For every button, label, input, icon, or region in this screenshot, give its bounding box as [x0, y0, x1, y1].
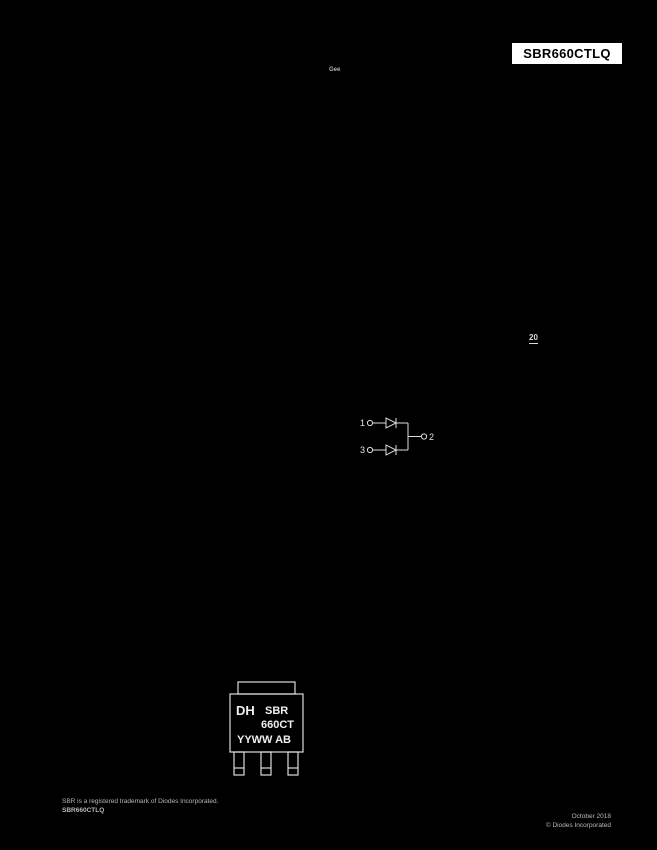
footer-copyright: © Diodes Incorporated: [545, 822, 611, 829]
pin-2-label: 2: [429, 432, 434, 442]
package-outline: DH SBR 660CT YYWW AB: [229, 681, 304, 776]
trademark-note: SBR is a registered trademark of Diodes …: [62, 798, 219, 805]
part-number-banner: SBR660CTLQ: [512, 43, 622, 64]
schematic-drawing: 1 3 2: [360, 417, 434, 456]
footer-left: SBR is a registered trademark of Diodes …: [62, 797, 218, 815]
marking-logo: DH: [236, 703, 255, 718]
diode-symbol-top: [385, 417, 398, 429]
package-lead-1: [233, 751, 245, 776]
pin-1-label: 1: [360, 418, 365, 428]
package-lead-2: [260, 751, 272, 776]
pin-3-terminal-icon: [366, 446, 374, 454]
package-lead-3: [287, 751, 299, 776]
diode-schematic: 1 3 2: [358, 412, 454, 467]
package-drawing: DH SBR 660CT YYWW AB: [225, 678, 311, 789]
pin-2-terminal-icon: [420, 433, 428, 440]
diode-symbol-bottom: [385, 444, 398, 456]
pin-3-label: 3: [360, 445, 365, 455]
marking-line-3: YYWW AB: [237, 734, 291, 746]
footer-right: October 2018 © Diodes Incorporated: [546, 812, 611, 830]
marking-line-2: 660CT: [261, 719, 294, 731]
footer-part-number: SBR660CTLQ: [62, 807, 105, 814]
top-center-note: Gee: [329, 67, 341, 73]
margin-note: 20: [529, 333, 538, 344]
pin-1-terminal-icon: [366, 419, 374, 427]
marking-line-1: SBR: [265, 705, 288, 717]
footer-date: October 2018: [571, 813, 611, 820]
package-tab: [237, 681, 296, 695]
